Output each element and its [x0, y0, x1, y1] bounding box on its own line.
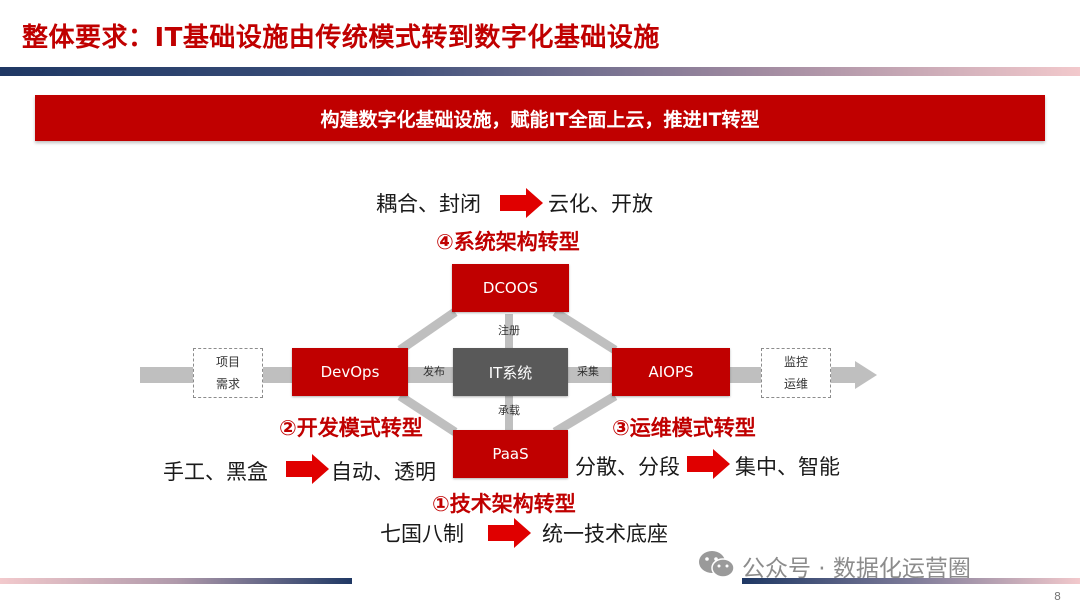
- arrow-development-icon: [286, 454, 329, 484]
- node-aiops: AIOPS: [612, 348, 730, 396]
- technology-to-text: 统一技术底座: [542, 522, 668, 546]
- node-devops-label: DevOps: [320, 363, 380, 381]
- operations-to-text: 集中、智能: [735, 455, 840, 479]
- flow-arrow-head: [855, 361, 877, 389]
- architecture-transform-label: ④系统架构转型: [436, 230, 580, 254]
- operations-from-text: 分散、分段: [575, 455, 680, 479]
- node-it-system: IT系统: [453, 348, 568, 396]
- input-requirement-box: 项目 需求: [193, 348, 263, 398]
- output-ops-box: 监控 运维: [761, 348, 831, 398]
- connector-dcoos-devops: [397, 308, 458, 354]
- connector-devops-paas: [397, 392, 458, 436]
- node-it-system-label: IT系统: [488, 363, 533, 382]
- development-to-text: 自动、透明: [331, 460, 436, 484]
- node-paas-label: PaaS: [492, 445, 529, 463]
- operations-transform-label: ③运维模式转型: [612, 416, 756, 440]
- node-dcoos-label: DCOOS: [482, 279, 539, 297]
- page-number: 8: [1054, 590, 1061, 603]
- title-underline-bar: [0, 67, 1080, 76]
- connector-dcoos-it: [505, 314, 513, 348]
- node-dcoos: DCOOS: [452, 264, 569, 312]
- technology-from-text: 七国八制: [380, 522, 464, 546]
- development-from-text: 手工、黑盒: [163, 460, 268, 484]
- input-line-1: 项目: [215, 355, 240, 369]
- output-line-1: 监控: [783, 355, 808, 369]
- arrow-operations-icon: [687, 449, 730, 479]
- arrow-architecture-icon: [500, 188, 543, 218]
- connector-it-paas: [505, 396, 513, 430]
- headline-banner-text: 构建数字化基础设施，赋能IT全面上云，推进IT转型: [320, 108, 760, 131]
- architecture-to-text: 云化、开放: [548, 192, 653, 216]
- page-title: 整体要求：IT基础设施由传统模式转到数字化基础设施: [22, 23, 660, 53]
- development-transform-label: ②开发模式转型: [279, 416, 423, 440]
- connector-aiops-paas: [552, 392, 618, 436]
- footer-bar-right: [742, 578, 1080, 584]
- headline-banner: 构建数字化基础设施，赋能IT全面上云，推进IT转型: [35, 95, 1045, 141]
- node-aiops-label: AIOPS: [648, 363, 694, 381]
- node-devops: DevOps: [292, 348, 408, 396]
- watermark-text: 公众号 · 数据化运营圈: [742, 556, 971, 582]
- input-line-2: 需求: [215, 377, 240, 391]
- output-line-2: 运维: [783, 377, 808, 391]
- edge-label-carry: 承载: [498, 404, 520, 417]
- architecture-from-text: 耦合、封闭: [376, 192, 481, 216]
- edge-label-register: 注册: [498, 324, 520, 337]
- arrow-technology-icon: [488, 518, 531, 548]
- technology-transform-label: ①技术架构转型: [432, 492, 576, 516]
- edge-label-publish: 发布: [423, 365, 445, 378]
- connector-dcoos-aiops: [552, 308, 618, 354]
- edge-label-collect: 采集: [577, 365, 599, 378]
- wechat-icon: [699, 551, 735, 578]
- node-paas: PaaS: [453, 430, 568, 478]
- footer-bar-left: [0, 578, 352, 584]
